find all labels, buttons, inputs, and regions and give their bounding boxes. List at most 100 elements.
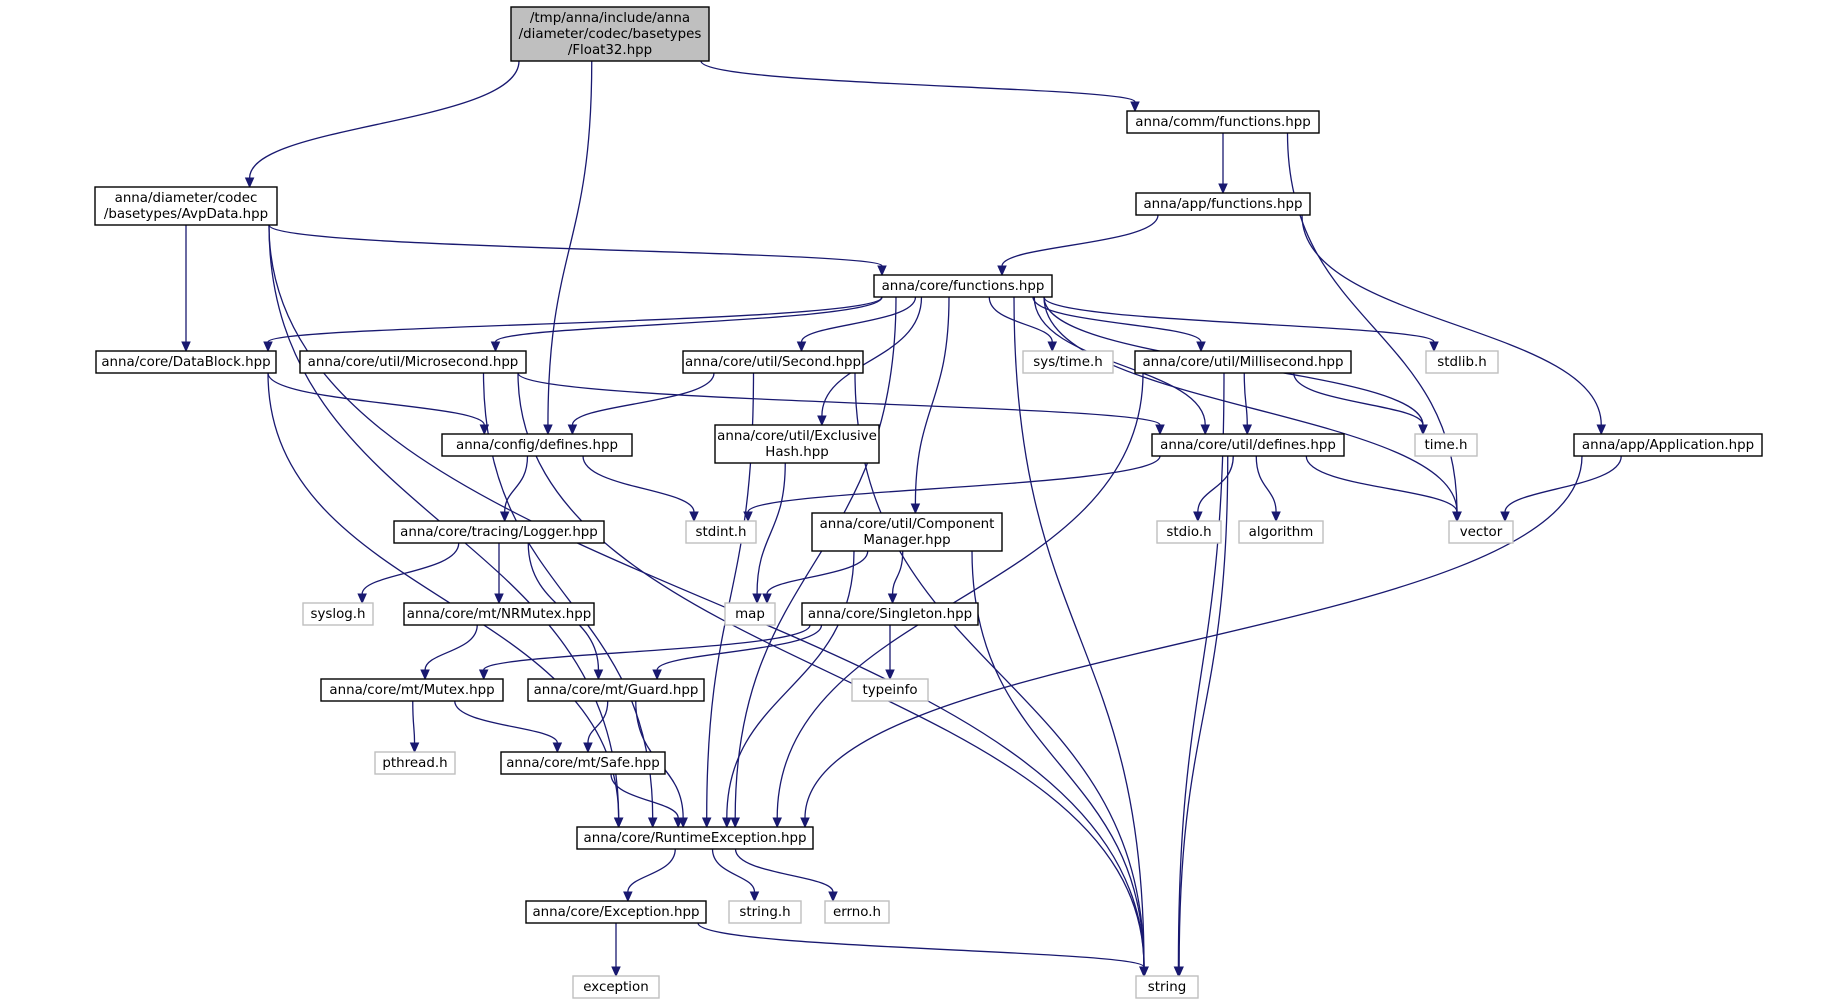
node-label: anna/core/mt/NRMutex.hpp <box>407 607 592 622</box>
node-box <box>576 826 814 850</box>
node-application[interactable]: anna/app/Application.hpp <box>1573 433 1763 457</box>
edge-line <box>734 296 897 819</box>
node-stdint: stdint.h <box>685 520 757 544</box>
arrowhead <box>910 503 921 515</box>
arrowhead <box>244 177 255 189</box>
edge-line <box>454 700 558 744</box>
node-label: anna/core/tracing/Logger.hpp <box>400 525 598 540</box>
node-guard[interactable]: anna/core/mt/Guard.hpp <box>527 678 705 702</box>
node-stringh: string.h <box>728 900 802 924</box>
arrowhead <box>552 742 563 754</box>
node-box <box>1134 350 1352 374</box>
arrowhead <box>800 817 810 829</box>
node-exception-hpp[interactable]: anna/core/Exception.hpp <box>525 900 707 924</box>
node-commfunc[interactable]: anna/comm/functions.hpp <box>1126 110 1320 134</box>
node-corefunc[interactable]: anna/core/functions.hpp <box>873 274 1053 298</box>
edge-compmgr-to-singleton <box>887 550 904 605</box>
edge-utildef-to-algorithm <box>1255 455 1281 523</box>
edge-line <box>517 372 1145 968</box>
arrowhead <box>1218 183 1228 195</box>
arrowhead <box>796 341 807 353</box>
edge-application-to-vector <box>1500 455 1622 523</box>
node-utildef[interactable]: anna/core/util/defines.hpp <box>1151 433 1345 457</box>
node-label: /Float32.hpp <box>568 43 652 58</box>
node-label: time.h <box>1425 438 1468 453</box>
arrowhead <box>701 817 712 829</box>
node-box <box>572 975 660 999</box>
node-mutex[interactable]: anna/core/mt/Mutex.hpp <box>320 678 504 702</box>
node-label: typeinfo <box>862 683 917 698</box>
node-box <box>1126 110 1320 134</box>
node-rtexc[interactable]: anna/core/RuntimeException.hpp <box>576 826 814 850</box>
node-box <box>1022 350 1114 374</box>
arrowhead <box>181 341 191 353</box>
arrowhead <box>567 424 578 436</box>
node-logger[interactable]: anna/core/tracing/Logger.hpp <box>393 520 605 544</box>
node-label: anna/core/util/Exclusive <box>717 429 877 444</box>
node-box <box>302 602 374 626</box>
edge-milli-to-utildef <box>1242 372 1253 436</box>
node-box <box>441 433 633 457</box>
node-box <box>724 602 776 626</box>
node-micro[interactable]: anna/core/util/Microsecond.hpp <box>299 350 527 374</box>
node-safe[interactable]: anna/core/mt/Safe.hpp <box>500 751 666 775</box>
node-box <box>685 520 757 544</box>
edge-datablock-to-cfgdef <box>267 372 490 436</box>
node-box <box>811 512 1003 552</box>
node-cfgdef[interactable]: anna/config/defines.hpp <box>441 433 633 457</box>
node-label: anna/core/functions.hpp <box>882 279 1045 294</box>
node-label: stdio.h <box>1166 525 1211 540</box>
node-label: anna/comm/functions.hpp <box>1135 115 1310 130</box>
node-label: stdint.h <box>696 525 747 540</box>
edge-singleton-to-typeinfo <box>885 625 895 681</box>
node-milli[interactable]: anna/core/util/Millisecond.hpp <box>1134 350 1352 374</box>
edge-commfunc-to-appfunc <box>1218 132 1228 195</box>
edge-line <box>656 624 823 671</box>
arrowhead <box>730 817 740 829</box>
node-systime: sys/time.h <box>1022 350 1114 374</box>
node-nrmutex[interactable]: anna/core/mt/NRMutex.hpp <box>403 602 595 626</box>
arrowhead <box>583 742 593 754</box>
node-box <box>1573 433 1763 457</box>
arrowhead <box>611 966 621 978</box>
node-appfunc[interactable]: anna/app/functions.hpp <box>1135 192 1311 216</box>
edge-line <box>854 372 1145 968</box>
node-label: anna/core/util/Millisecond.hpp <box>1142 355 1343 370</box>
node-label: /tmp/anna/include/anna <box>530 11 690 26</box>
node-second[interactable]: anna/core/util/Second.hpp <box>682 350 864 374</box>
node-avpdata[interactable]: anna/diameter/codec/basetypes/AvpData.hp… <box>94 186 278 226</box>
node-label: anna/core/util/defines.hpp <box>1160 438 1336 453</box>
node-float32[interactable]: /tmp/anna/include/anna/diameter/codec/ba… <box>510 6 710 62</box>
node-box <box>500 751 666 775</box>
node-label: string <box>1148 980 1186 995</box>
node-datablock[interactable]: anna/core/DataBlock.hpp <box>95 350 277 374</box>
edge-mutex-to-pthread <box>409 700 420 754</box>
node-label: anna/core/mt/Mutex.hpp <box>329 683 494 698</box>
arrowhead <box>490 341 501 353</box>
arrowhead <box>1500 511 1510 523</box>
edge-line <box>587 700 609 744</box>
node-box <box>801 602 979 626</box>
edge-corefunc-to-vector <box>1043 296 1462 523</box>
arrowhead <box>478 669 489 681</box>
node-label: anna/core/mt/Guard.hpp <box>534 683 699 698</box>
arrowhead <box>593 669 604 681</box>
edge-line <box>1013 296 1145 968</box>
node-label: anna/core/Exception.hpp <box>532 905 699 920</box>
edge-guard-to-safe <box>583 700 609 754</box>
node-singleton[interactable]: anna/core/Singleton.hpp <box>801 602 979 626</box>
node-box <box>299 350 527 374</box>
node-box <box>393 520 605 544</box>
edge-line <box>582 455 695 513</box>
node-label: anna/core/util/Microsecond.hpp <box>308 355 519 370</box>
edge-milli-to-string <box>1173 372 1225 978</box>
edge-line <box>804 455 1583 819</box>
arrowhead <box>1596 424 1607 436</box>
node-label: anna/core/mt/Safe.hpp <box>506 756 660 771</box>
edge-line <box>1178 455 1229 968</box>
edge-second-to-string <box>854 372 1149 978</box>
edge-corefunc-to-stdlib <box>1043 296 1439 353</box>
edge-datablock-to-rtexc <box>267 372 624 829</box>
